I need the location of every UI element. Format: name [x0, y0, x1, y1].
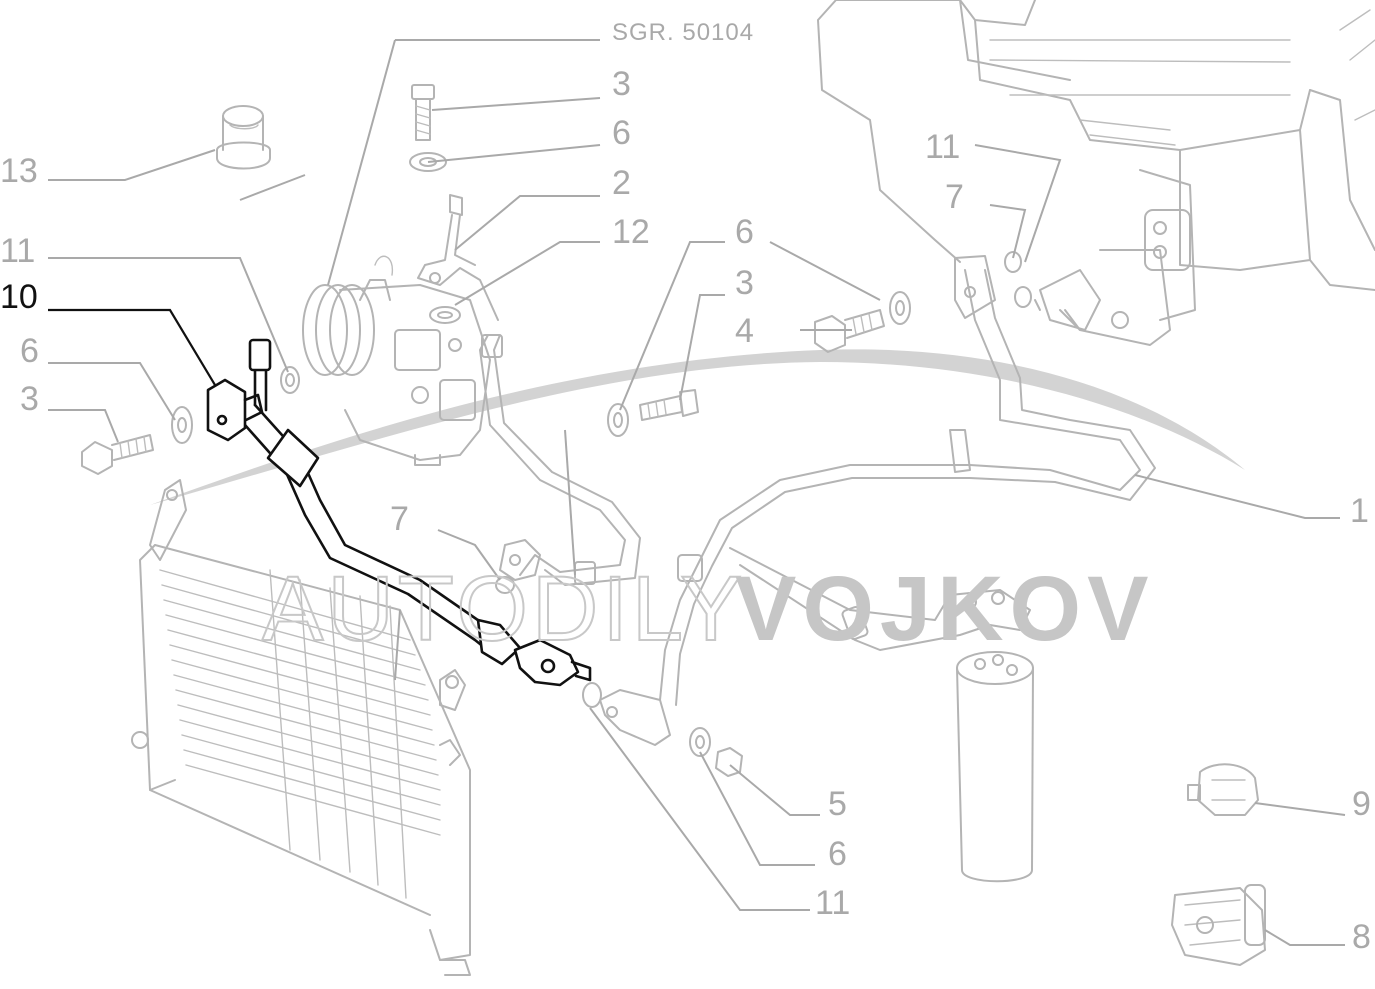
- callout-13[interactable]: 13: [0, 152, 38, 190]
- callout-3[interactable]: 3: [612, 65, 631, 103]
- small-hardware: [582, 291, 911, 777]
- callout-9[interactable]: 9: [1352, 785, 1371, 823]
- top-fittings: [409, 84, 499, 324]
- callout-6[interactable]: 6: [735, 213, 754, 251]
- callout-4[interactable]: 4: [735, 312, 754, 350]
- callout-8[interactable]: 8: [1352, 918, 1371, 956]
- hose-part-10[interactable]: [206, 338, 592, 687]
- callout-11[interactable]: 11: [815, 884, 850, 922]
- callout-3[interactable]: 3: [20, 380, 39, 418]
- watermark-vojkov: VOJKOV: [735, 558, 1154, 660]
- callout-7[interactable]: 7: [945, 178, 964, 216]
- compressor: [302, 255, 491, 466]
- callout-11[interactable]: 11: [925, 128, 960, 166]
- bolt-3-left: [81, 366, 300, 475]
- leader-lines: [48, 39, 1346, 946]
- bush-13: [216, 105, 271, 170]
- callout-1[interactable]: 1: [1350, 492, 1369, 530]
- dryer-line: [729, 547, 1034, 883]
- callout-12[interactable]: 12: [612, 213, 650, 251]
- condenser: [131, 479, 471, 976]
- clip-8: [1171, 884, 1266, 966]
- callout-6[interactable]: 6: [828, 835, 847, 873]
- callout-6[interactable]: 6: [612, 114, 631, 152]
- callout-3[interactable]: 3: [735, 264, 754, 302]
- hvac-housing: [817, 0, 1375, 346]
- callout-7[interactable]: 7: [390, 500, 409, 538]
- watermark-autodily: AUTODILY: [262, 558, 746, 660]
- clip-9: [1187, 763, 1259, 816]
- drawing-reference: SGR. 50104: [612, 19, 754, 46]
- callout-2[interactable]: 2: [612, 164, 631, 202]
- pipe-center: [479, 334, 641, 594]
- watermark-swoosh: [150, 349, 1245, 505]
- callout-6[interactable]: 6: [20, 332, 39, 370]
- callout-labels: SGR. 50104 13 11 10 6 3 3 6 2 12 6 3 4 1…: [0, 19, 1371, 956]
- pipe-assembly-1: [599, 251, 1156, 746]
- watermark: AUTODILY VOJKOV: [261, 557, 1154, 661]
- callout-10-highlighted[interactable]: 10: [0, 278, 38, 316]
- callout-5[interactable]: 5: [828, 785, 847, 823]
- callout-11[interactable]: 11: [0, 232, 35, 270]
